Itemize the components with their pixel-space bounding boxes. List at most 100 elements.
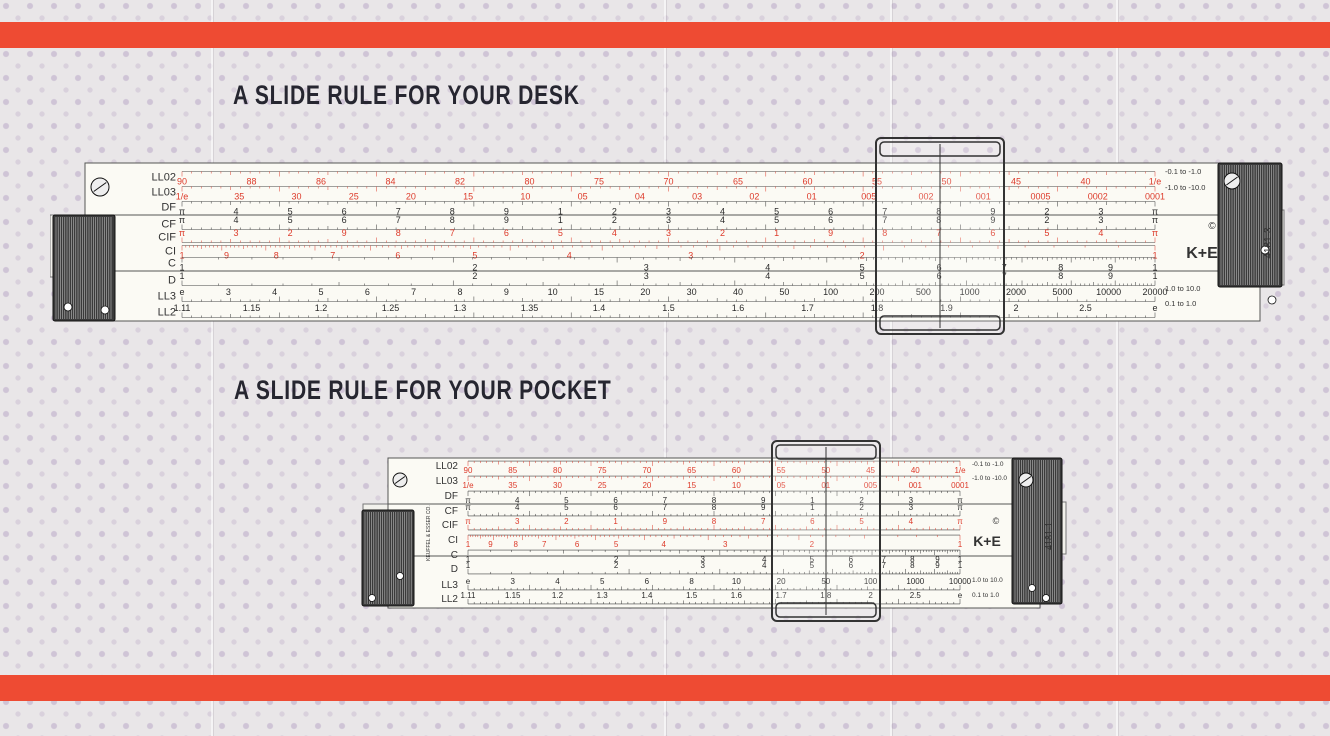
pocket-scale-number: π [957, 496, 963, 505]
pocket-scale-number: π [465, 517, 471, 526]
desk-scale-number: 100 [823, 287, 838, 297]
desk-scale-number: 5 [288, 207, 293, 217]
desk-scale-label: LL3 [158, 291, 176, 303]
pocket-scale-number: 2 [614, 561, 619, 570]
desk-scale-number: 8 [396, 228, 401, 238]
desk-scale-number: 8 [1058, 263, 1063, 273]
desk-scale-number: 45 [1011, 177, 1021, 187]
desk-scale-number: 3 [666, 215, 671, 225]
desk-scale-number: 9 [1108, 271, 1113, 281]
desk-scale-number: 2 [288, 228, 293, 238]
desk-scale-number: 1/e [1149, 177, 1162, 187]
desk-scale-number: 10 [520, 192, 530, 202]
desk-scale-number: 002 [919, 192, 934, 202]
pocket-scale-number: 60 [732, 466, 741, 475]
desk-scale-label: D [168, 275, 176, 287]
desk-scale-number: 9 [1108, 263, 1113, 273]
desk-scale-number: 7 [936, 228, 941, 238]
pocket-scale-number: 3 [511, 577, 516, 586]
pocket-scale-label: D [451, 564, 458, 575]
desk-scale-number: 1.2 [315, 303, 328, 313]
pocket-scale-number: 7 [882, 561, 887, 570]
desk-range-note: -1.0 to -10.0 [1165, 183, 1205, 192]
desk-scale-number: 4 [612, 228, 617, 238]
desk-scale-number: 1 [1152, 263, 1157, 273]
desk-scale-number: 1.9 [940, 303, 953, 313]
desk-scale-label: DF [161, 202, 176, 214]
pocket-scale-number: 1.6 [731, 591, 743, 600]
desk-scale-number: 2 [472, 263, 477, 273]
pocket-scale-label: LL3 [441, 580, 458, 591]
pocket-scale-number: 7 [663, 496, 668, 505]
pocket-scale-number: 20 [777, 577, 786, 586]
desk-scale-number: 15 [594, 287, 604, 297]
fold-line [664, 0, 666, 736]
pocket-scale-number: 80 [553, 466, 562, 475]
pocket-end-bracket [1011, 457, 1063, 605]
pocket-scale-number: π [465, 503, 471, 512]
desk-scale-number: 80 [524, 177, 534, 187]
desk-scale-number: 20 [640, 287, 650, 297]
pocket-scale-number: 3 [909, 503, 914, 512]
bottom-stripe [0, 675, 1330, 701]
desk-scale-number: 8 [1058, 271, 1063, 281]
pocket-scale-number: 1.11 [461, 591, 477, 600]
desk-scale-number: 90 [177, 177, 187, 187]
pocket-scale-number: 9 [935, 561, 940, 570]
pocket-scale-number: 3 [909, 496, 914, 505]
pocket-slide-rule: LL0290858075706560555045401/eLL031/e3530… [360, 438, 1070, 624]
pocket-scale-label: LL03 [436, 476, 459, 487]
pocket-scale-number: π [465, 496, 471, 505]
desk-slide-rule-drawing: LL0290888684828075706560555045401/eLL031… [49, 137, 1285, 335]
desk-scale-number: 1 [179, 263, 184, 273]
desk-scale-number: 10 [548, 287, 558, 297]
pocket-rivet [1042, 594, 1050, 602]
desk-scale-number: 40 [733, 287, 743, 297]
pocket-rivet [1028, 584, 1036, 592]
pocket-scale-number: 1 [958, 540, 963, 549]
pocket-scale-number: 1 [466, 540, 471, 549]
desk-scale-number: 9 [504, 287, 509, 297]
desk-range-note: -0.1 to -1.0 [1165, 167, 1201, 176]
pocket-scale-number: 40 [911, 466, 920, 475]
desk-scale-number: π [179, 207, 185, 217]
desk-scale-number: 3 [688, 251, 693, 261]
pocket-scale-number: 5 [810, 561, 815, 570]
desk-scale-number: 6 [395, 251, 400, 261]
desk-scale-number: 4 [234, 207, 239, 217]
desk-scale-number: 3 [666, 207, 671, 217]
desk-scale-number: 9 [224, 251, 229, 261]
desk-scale-number: 60 [802, 177, 812, 187]
pocket-scale-label: LL02 [436, 461, 459, 472]
pocket-scale-number: 1/e [462, 481, 474, 490]
fold-line [1116, 0, 1118, 736]
desk-scale-number: 1.5 [662, 303, 675, 313]
fold-line [211, 0, 213, 736]
pocket-rivet [368, 594, 376, 602]
pocket-scale-number: 1.15 [505, 591, 521, 600]
pocket-scale-number: 25 [598, 481, 607, 490]
pocket-scale-number: 8 [712, 496, 717, 505]
desk-scale-number: 4 [720, 207, 725, 217]
desk-rivet [1267, 295, 1277, 305]
desk-scale-number: 2 [860, 251, 865, 261]
pocket-scale-number: 1.4 [641, 591, 653, 600]
desk-scale-number: 8 [457, 287, 462, 297]
desk-scale-number: 82 [455, 177, 465, 187]
pocket-scale-label: CF [445, 506, 458, 517]
desk-scale-number: 1.7 [801, 303, 814, 313]
pocket-scale-number: 1 [466, 561, 471, 570]
pocket-brand: K+E [973, 533, 1001, 549]
pocket-scale-number: 10000 [949, 577, 972, 586]
desk-scale-number: 1.25 [382, 303, 400, 313]
desk-scale-number: 03 [692, 192, 702, 202]
desk-scale-number: 10000 [1096, 287, 1121, 297]
desk-scale-number: 5 [860, 263, 865, 273]
desk-scale-number: 8 [450, 215, 455, 225]
desk-scale-number: 7 [411, 287, 416, 297]
pocket-scale-number: 1/e [954, 466, 966, 475]
desk-scale-number: 7 [396, 215, 401, 225]
desk-copyright: © [1208, 221, 1216, 232]
desk-scale-number: 88 [246, 177, 256, 187]
desk-scale-label: CIF [158, 232, 176, 244]
